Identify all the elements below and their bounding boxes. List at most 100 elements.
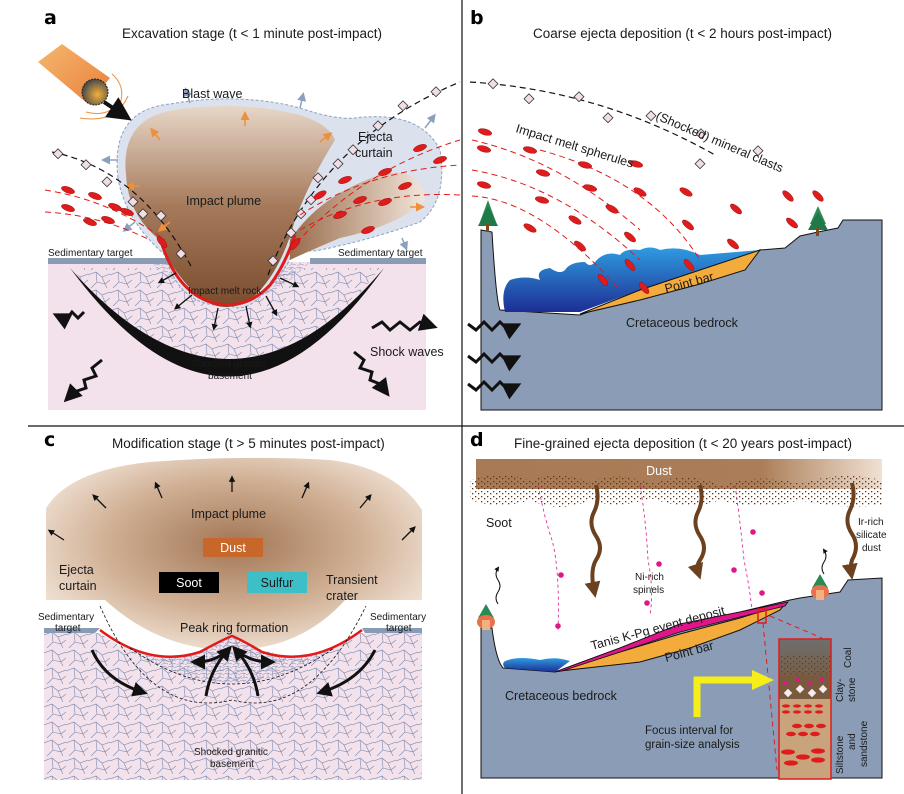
melt-spherules — [61, 144, 447, 250]
dust-fall-arrows — [584, 482, 858, 598]
shock-arrows — [157, 272, 300, 331]
label-ni-spinels: spinels — [633, 585, 664, 596]
fractured-zone — [44, 633, 422, 780]
dust-particles — [470, 475, 882, 507]
panel-a: a Excavation stage (t < 1 minute post-im… — [38, 7, 461, 410]
sedimentary-layer-right — [362, 628, 422, 633]
ejecta-curtain — [290, 172, 425, 260]
burning-tree-icon — [477, 604, 495, 630]
label-dust: Dust — [646, 464, 672, 478]
label-claystone: stone — [847, 677, 858, 702]
label-basement: basement — [210, 759, 254, 770]
panel-letter: d — [470, 429, 484, 451]
label-siltstone: sandstone — [859, 720, 870, 767]
tree-icon — [808, 206, 828, 236]
panel-c: c Modification stage (t > 5 minutes post… — [38, 429, 426, 780]
label-sedimentary-target: Sedimentary target — [338, 248, 423, 259]
panel-title: Fine-grained ejecta deposition (t < 20 y… — [514, 436, 852, 451]
ni-spinels — [555, 529, 765, 629]
impact-plume — [125, 106, 335, 308]
label-ir-dust: dust — [862, 543, 881, 554]
peak-ring-arrows — [90, 645, 377, 697]
label-peak-ring: Peak ring formation — [180, 621, 288, 635]
melt-spherules — [476, 128, 824, 294]
sedimentary-layer-left — [44, 628, 100, 633]
spinel-trails — [537, 484, 753, 631]
label-ni-spinels: Ni-rich — [635, 572, 664, 583]
label-ir-dust: Ir-rich — [858, 517, 884, 528]
label-sedimentary-target: Sedimentary target — [48, 248, 133, 259]
sedimentary-layer-right — [310, 258, 426, 264]
tree-icon — [478, 200, 498, 232]
soot-box — [159, 572, 219, 593]
panel-title: Modification stage (t > 5 minutes post-i… — [112, 436, 385, 451]
cretaceous-bedrock — [480, 219, 883, 411]
panel-letter: c — [44, 429, 55, 451]
label-ejecta-curtain: Ejecta — [358, 130, 393, 144]
clast-trajectory — [267, 81, 461, 276]
label-ejecta-curtain: Ejecta — [59, 563, 94, 577]
label-focus-interval: Focus interval for — [645, 725, 733, 737]
zoom-line — [769, 615, 823, 639]
label-siltstone: and — [847, 733, 858, 750]
water-tsunami — [503, 247, 760, 312]
panel-letter: b — [470, 7, 484, 29]
label-sedimentary-target: Sedimentary — [38, 612, 94, 623]
panel-letter: a — [44, 7, 57, 29]
label-bedrock: Cretaceous bedrock — [626, 316, 739, 330]
label-ejecta-curtain: curtain — [355, 146, 393, 160]
label-ejecta-curtain: curtain — [59, 579, 97, 593]
water — [503, 658, 570, 672]
dust-box — [203, 538, 263, 557]
label-coal: Coal — [843, 647, 854, 668]
event-deposit — [554, 601, 789, 673]
label-siltstone: Siltstone — [835, 735, 846, 774]
impact-melt-rim — [158, 234, 297, 307]
transient-crater-outline — [99, 605, 367, 704]
label-basement: Shocked granitic — [194, 747, 268, 758]
focus-box — [757, 608, 767, 624]
label-soot: Soot — [176, 576, 202, 590]
label-sedimentary-target: target — [55, 623, 81, 634]
panel-title: Coarse ejecta deposition (t < 2 hours po… — [533, 26, 832, 41]
label-basement: basement — [208, 371, 252, 382]
expansion-arrows — [47, 475, 416, 541]
point-bar — [579, 249, 762, 315]
zoom-line — [762, 622, 778, 771]
label-ir-dust: silicate — [856, 530, 887, 541]
label-claystone: Clay- — [835, 679, 846, 702]
label-impact-plume: Impact plume — [191, 507, 266, 521]
label-shock-waves: Shock waves — [370, 345, 444, 359]
meteor-icon — [38, 44, 132, 121]
label-sedimentary-target: Sedimentary — [370, 612, 426, 623]
label-soot: Soot — [486, 516, 512, 530]
label-blast-wave: Blast wave — [182, 87, 242, 101]
clast-trajectory — [469, 81, 716, 156]
panel-b: b Coarse ejecta deposition (t < 2 hours … — [467, 7, 883, 411]
soot-arrow — [821, 548, 828, 575]
label-mineral-clasts: (Shocked) mineral clasts — [654, 109, 785, 175]
label-transient-crater: crater — [326, 589, 358, 603]
panel-title: Excavation stage (t < 1 minute post-impa… — [122, 26, 382, 41]
mineral-clasts — [52, 86, 442, 267]
label-bedrock: Cretaceous bedrock — [505, 689, 618, 703]
label-focus-interval: grain-size analysis — [645, 739, 740, 751]
focus-arrow-head — [752, 670, 774, 690]
label-basement: Shocked granitic — [192, 359, 266, 370]
shock-wave-zigzags — [467, 319, 522, 400]
expansion-arrows — [101, 87, 436, 251]
mineral-clasts — [487, 78, 764, 170]
label-sedimentary-target: target — [386, 623, 412, 634]
label-melt-spherules: Impact melt spherules — [514, 121, 635, 170]
burning-tree-icon — [811, 574, 829, 600]
label-impact-plume: Impact plume — [186, 194, 261, 208]
sedimentary-layer-left — [48, 258, 168, 264]
shock-front — [70, 268, 384, 377]
spherule-trajectories — [44, 139, 461, 251]
sulfur-box — [247, 572, 307, 593]
label-sulfur: Sulfur — [261, 576, 294, 590]
label-transient-crater: Transient — [326, 573, 378, 587]
impact-melt-lining — [99, 629, 363, 658]
stratigraphic-column — [778, 638, 832, 780]
